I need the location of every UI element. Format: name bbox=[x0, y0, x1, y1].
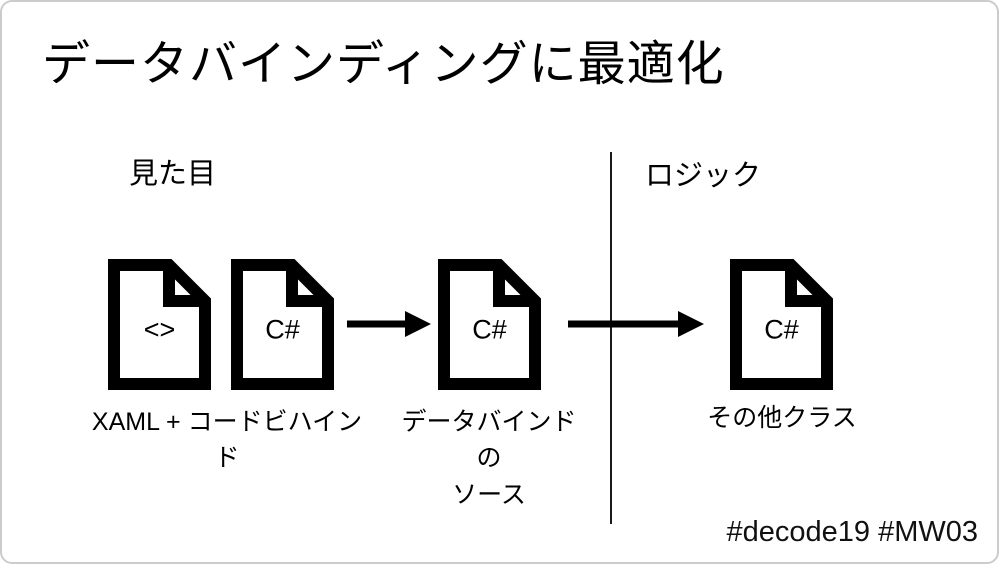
section-label-appearance: 見た目 bbox=[129, 158, 217, 190]
document-icon bbox=[231, 259, 334, 390]
csharp-bindsource-file-icon: C# bbox=[437, 258, 542, 391]
xaml-file-icon: <> bbox=[107, 258, 212, 391]
csharp-file-symbol: C# bbox=[472, 314, 507, 345]
slide-title: データバインディングに最適化 bbox=[42, 38, 725, 91]
csharp-file-symbol: C# bbox=[764, 314, 799, 345]
caption-xaml-codebehind: XAML + コードビハインド bbox=[91, 408, 363, 473]
hashtag-footer: #decode19 #MW03 bbox=[726, 516, 979, 548]
document-icon bbox=[730, 259, 833, 390]
section-divider-line bbox=[610, 152, 612, 524]
document-icon bbox=[108, 259, 211, 390]
arrow-right-icon bbox=[568, 311, 704, 337]
csharp-file-symbol: C# bbox=[265, 314, 300, 345]
csharp-codebehind-file-icon: C# bbox=[230, 258, 335, 391]
xaml-file-symbol: <> bbox=[143, 314, 176, 345]
section-label-logic: ロジック bbox=[645, 160, 762, 192]
arrow-right-icon bbox=[347, 311, 431, 337]
caption-other-classes: その他クラス bbox=[707, 404, 857, 432]
caption-databind-source: データバインドの ソース bbox=[401, 408, 577, 509]
document-icon bbox=[438, 259, 541, 390]
csharp-otherclass-file-icon: C# bbox=[729, 258, 834, 391]
